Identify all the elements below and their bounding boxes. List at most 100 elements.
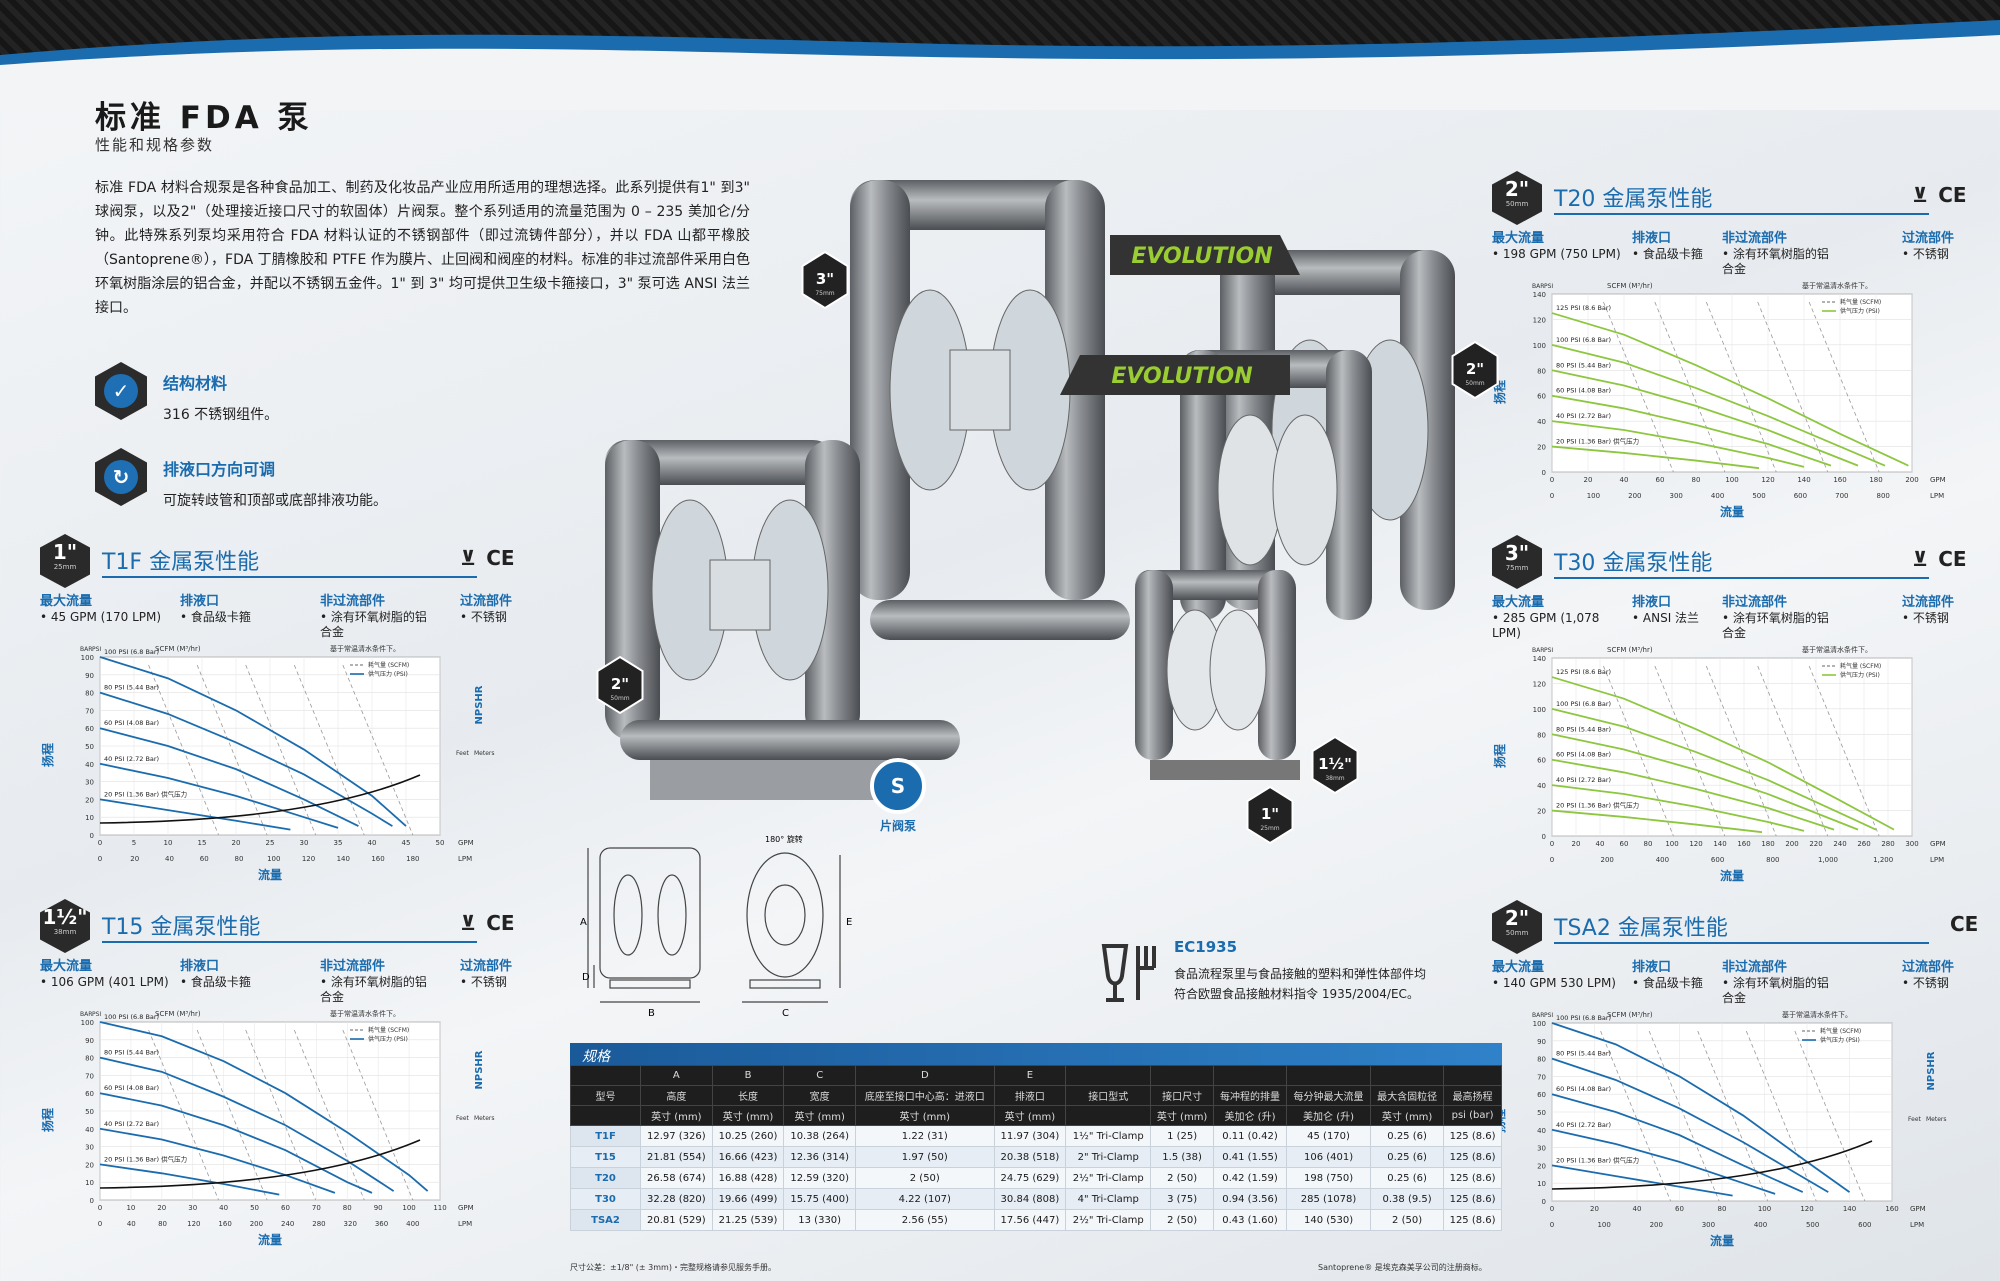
y-tick-label: 40	[1537, 418, 1546, 426]
y-tick-label: 70	[85, 1072, 94, 1080]
npshr-curve	[99, 1139, 421, 1189]
series-label: 100 PSI (6.8 Bar)	[1556, 700, 1611, 708]
table-cell: 26.58 (674)	[640, 1167, 713, 1189]
npshr-label: NPSHR	[1926, 1051, 1937, 1090]
lpm-tick-label: 180	[406, 855, 419, 863]
x-tick-label: 140	[1713, 840, 1726, 848]
model-cell: T20	[570, 1167, 641, 1189]
size-badge: 2"50mm	[1451, 340, 1499, 400]
unit-cell: 英寸 (mm)	[1370, 1105, 1445, 1126]
lpm-tick-label: 400	[406, 1220, 419, 1228]
spec-table: A B C D E 型号 高度 长度 宽度 底座至接口中心高：进液口 排液口 接…	[570, 1065, 1502, 1231]
table-cell: 0.25 (6)	[1370, 1125, 1445, 1147]
series-label: 80 PSI (5.44 Bar)	[104, 1049, 159, 1057]
lpm-tick-label: 40	[127, 1220, 136, 1228]
lpm-tick-label: 200	[1601, 856, 1614, 864]
spec-label: 非过流部件	[1722, 231, 1788, 246]
series-line	[1551, 1022, 1851, 1193]
x-axis-label: 流量	[1720, 504, 1744, 519]
series-line	[99, 762, 339, 829]
series-label: 80 PSI (5.44 Bar)	[104, 684, 159, 692]
size-badge-label: 3"	[816, 270, 834, 288]
air-consumption-line	[293, 664, 365, 836]
spec-value: • 食品级卡箍	[180, 610, 251, 624]
table-cell: 0.42 (1.59)	[1212, 1167, 1288, 1189]
x-tick-label: 0	[98, 1204, 102, 1212]
spec-label: 排液口	[1632, 960, 1672, 975]
food-safe-icon	[1101, 944, 1156, 1002]
series-label: 20 PSI (1.36 Bar) 供气压力	[1556, 437, 1639, 446]
check-icon: ✓	[95, 362, 147, 420]
table-cell: 20.38 (518)	[993, 1146, 1067, 1168]
size-badge-hex	[1451, 340, 1499, 400]
table-cell: 16.88 (428)	[711, 1167, 785, 1189]
table-cell: 125 (8.6)	[1443, 1209, 1502, 1231]
table-cell: 4.22 (107)	[855, 1188, 995, 1210]
spec-max-flow: 最大流量• 106 GPM (401 LPM)	[40, 955, 180, 990]
lpm-tick-label: 280	[312, 1220, 325, 1228]
table-cell: 2½" Tri-Clamp	[1065, 1167, 1152, 1189]
spec-value: • 涂有环氧树脂的铝合金	[1722, 611, 1829, 640]
x-tick-label: 60	[1656, 476, 1665, 484]
x-tick-label: 90	[374, 1204, 383, 1212]
series-line	[1551, 420, 1805, 468]
spec-label: 过流部件	[1902, 960, 1955, 975]
lpm-tick-label: 240	[281, 1220, 294, 1228]
model-cell: T30	[570, 1188, 641, 1210]
header-cell: 宽度	[783, 1085, 857, 1106]
header-cell: 接口型式	[1065, 1085, 1152, 1106]
size-badge-label: 1½"	[1318, 755, 1352, 773]
table-cell: 4" Tri-Clamp	[1065, 1188, 1152, 1210]
lpm-tick-label: 300	[1702, 1221, 1715, 1229]
pump-illustration: EVOLUTION EVOLUTION 3"75mm2"50mm2"50mm1½…	[596, 180, 1499, 845]
size-badge-hex	[596, 655, 644, 715]
y-tick-label: 60	[1537, 393, 1546, 401]
dim-label-e: E	[846, 917, 852, 928]
series-label: 20 PSI (1.36 Bar) 供气压力	[1556, 801, 1639, 810]
spec-value: • 106 GPM (401 LPM)	[40, 975, 169, 989]
air-consumption-line	[1600, 1030, 1671, 1202]
unit-cell: 英寸 (mm)	[993, 1105, 1067, 1126]
spec-label: 最大流量	[40, 959, 93, 974]
spec-outlet: 排液口• 食品级卡箍	[180, 955, 320, 990]
y-tick-label: 80	[85, 690, 94, 698]
chart-note: 基于常温清水条件下。	[330, 1009, 400, 1018]
lpm-tick-label: 500	[1752, 492, 1765, 500]
scfm-label: SCFM (M³/hr)	[1607, 646, 1653, 654]
legend-pressure: 供气压力 (PSI)	[368, 1035, 408, 1043]
spec-value: • 不锈钢	[1902, 976, 1949, 990]
y-tick-label: 80	[1537, 367, 1546, 375]
table-cell: 0.41 (1.55)	[1212, 1146, 1288, 1168]
scfm-label: SCFM (M³/hr)	[155, 645, 201, 653]
x-tick-label: 80	[1718, 1205, 1727, 1213]
x-axis-label: 流量	[1710, 1233, 1734, 1248]
y-tick-label: 60	[1537, 757, 1546, 765]
x-tick-label: 180	[1761, 840, 1774, 848]
y-tick-label: 0	[90, 1197, 94, 1205]
spec-label: 非过流部件	[320, 959, 386, 974]
series-label: 20 PSI (1.36 Bar) 供气压力	[104, 789, 187, 798]
x-tick-label: 0	[1550, 476, 1554, 484]
y-tick-label: 40	[1537, 1127, 1546, 1135]
air-consumption-line	[1808, 665, 1880, 837]
air-consumption-line	[293, 1029, 365, 1201]
size-label: 2"	[1504, 177, 1530, 201]
table-cell: 11.97 (304)	[993, 1125, 1067, 1147]
x-tick-label: 60	[1620, 840, 1629, 848]
table-cell: 0.43 (1.60)	[1212, 1209, 1288, 1231]
size-mm: 38mm	[53, 928, 77, 936]
size-badge: 2"50mm	[1492, 900, 1542, 954]
x-axis-label: 流量	[1720, 868, 1744, 883]
certification-icons: CE	[1950, 912, 1978, 936]
top-wave	[0, 20, 2000, 110]
spec-value: • 不锈钢	[1902, 247, 1949, 261]
section-rule	[1554, 942, 1929, 944]
spec-max-flow: 最大流量• 285 GPM (1,078 LPM)	[1492, 591, 1632, 641]
